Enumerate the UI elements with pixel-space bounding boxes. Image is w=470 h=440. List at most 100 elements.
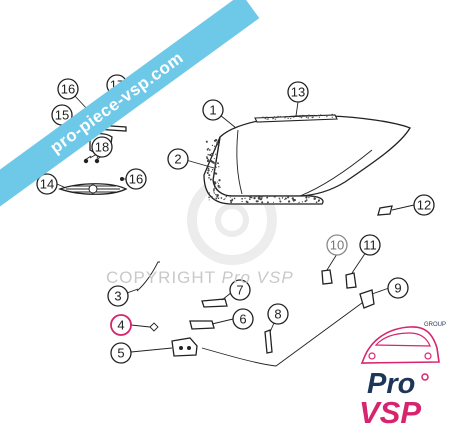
strip-texture-dot (320, 114, 322, 116)
pad-texture-dot (207, 169, 210, 172)
pad-texture-dot (301, 201, 303, 203)
pad-texture-dot (206, 159, 210, 163)
logo-dot (421, 373, 429, 381)
pad-texture-dot (217, 162, 219, 165)
pad-texture-dot (248, 198, 251, 200)
pad-texture-dot (217, 143, 219, 146)
strip-texture-dot (266, 118, 268, 120)
pad-texture-dot (217, 197, 220, 200)
pad-texture-dot (315, 201, 318, 203)
strip-texture-dot (317, 115, 319, 117)
callout-18: 18 (91, 136, 113, 158)
pad-texture-dot (207, 153, 209, 156)
hood-latch (171, 337, 198, 357)
hood-insulation-pad (203, 136, 324, 205)
pad-texture-dot (210, 171, 212, 173)
grille-emblem (58, 183, 128, 195)
pad-texture-dot (206, 156, 208, 158)
pad-texture-dot (268, 195, 271, 197)
strip-texture-dot (307, 117, 309, 119)
pad-texture-dot (298, 201, 300, 204)
pad-texture-dot (216, 196, 219, 198)
pad-texture-dot (266, 201, 269, 204)
copyright-brand: Pro VSP (221, 268, 294, 287)
pad-texture-dot (207, 167, 210, 170)
latch-bracket-7 (201, 298, 228, 308)
pad-texture-dot (209, 192, 211, 194)
logo-car-icon (360, 326, 440, 364)
strip-texture-dot (262, 116, 264, 118)
strip-texture-dot (312, 116, 314, 118)
pad-texture-dot (308, 196, 310, 199)
pad-texture-dot (208, 199, 210, 201)
hood-panel (212, 115, 411, 197)
callout-13: 13 (287, 81, 309, 103)
pad-texture-dot (211, 169, 214, 171)
pad-texture-dot (213, 189, 215, 192)
callout-16-bottom-label: 16 (129, 172, 143, 187)
strip-texture-dot (315, 115, 317, 117)
pad-texture-dot (207, 158, 209, 161)
callout-10: 10 (326, 234, 348, 256)
pad-texture-dot (215, 197, 217, 199)
pad-texture-dot (241, 197, 243, 200)
pad-texture-dot (218, 186, 220, 189)
strip-texture-dot (287, 116, 289, 118)
callout-5-label: 5 (117, 346, 124, 361)
callout-16-bottom: 16 (125, 168, 147, 190)
pad-texture-dot (218, 166, 220, 168)
callout-4: 4 (110, 314, 132, 336)
pad-texture-dot (258, 195, 260, 198)
pad-texture-dot (278, 197, 281, 200)
strip-texture-dot (290, 117, 292, 120)
pad-texture-dot (253, 196, 256, 200)
strip-texture-dot (301, 117, 303, 119)
pad-texture-dot (206, 148, 209, 151)
pad-texture-dot (224, 198, 226, 200)
pad-texture-dot (279, 199, 281, 201)
callout-4-label: 4 (117, 318, 124, 333)
strip-texture-dot (302, 114, 304, 116)
pad-texture-dot (210, 159, 213, 163)
pad-texture-dot (225, 195, 228, 198)
pad-texture-dot (255, 196, 257, 198)
strip-texture-dot (267, 118, 269, 120)
callout-7: 7 (229, 279, 251, 301)
pad-texture-dot (317, 200, 320, 202)
strip-texture-dot (284, 116, 286, 118)
callout-6: 6 (232, 308, 254, 330)
pad-texture-dot (210, 195, 213, 198)
strip-texture-dot (299, 116, 301, 118)
strip-texture-dot (308, 114, 310, 116)
pad-texture-dot (213, 188, 215, 190)
strip-texture-dot (311, 117, 313, 119)
bump-stop-11 (345, 272, 357, 289)
pad-texture-dot (260, 195, 264, 198)
strip-texture-dot (264, 118, 266, 120)
callout-10-label: 10 (330, 238, 344, 253)
pad-texture-dot (213, 170, 216, 172)
pad-texture-dot (214, 162, 217, 165)
strip-texture-dot (272, 117, 275, 119)
logo-line2: VSP (359, 395, 421, 430)
latch-striker-6 (189, 320, 215, 330)
pad-texture-dot (216, 141, 219, 145)
strip-texture-dot (266, 116, 268, 118)
pad-texture-dot (213, 158, 215, 160)
pad-texture-dot (287, 200, 291, 203)
callout-12: 12 (413, 194, 435, 216)
pad-texture-dot (279, 200, 282, 203)
hood-prop-rod (136, 261, 160, 292)
strip-texture-dot (293, 116, 295, 118)
provsp-logo: GROUP Pro VSP (359, 322, 446, 430)
callout-13-label: 13 (291, 85, 305, 100)
strip-texture-dot (326, 116, 328, 118)
callout-18-label: 18 (95, 140, 109, 155)
pad-texture-dot (258, 197, 261, 200)
pad-texture-dot (211, 154, 214, 157)
pad-texture-dot (261, 198, 263, 200)
pad-texture-dot (305, 196, 308, 199)
pad-texture-dot (211, 144, 214, 147)
pad-texture-dot (304, 200, 307, 203)
hood-seal-strip (254, 113, 338, 123)
